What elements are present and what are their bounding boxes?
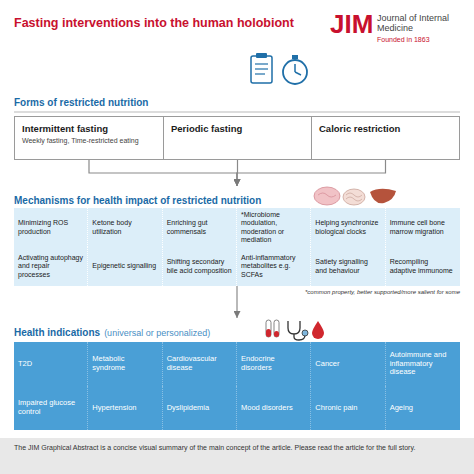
journal-founded: Founded in 1863 — [377, 36, 462, 44]
test-tube — [274, 320, 279, 337]
item-text: Autoimmune and inflammatory disease — [390, 351, 456, 378]
section-rule — [14, 112, 460, 113]
clipboard-line — [255, 63, 268, 64]
gut-figure — [343, 189, 365, 205]
item-text: Hypertension — [92, 404, 136, 413]
brain-fold — [318, 193, 336, 197]
stethoscope — [288, 321, 305, 340]
health-item: Hypertension — [88, 386, 162, 430]
box-subtext: Weekly fasting, Time-restricted eating — [22, 137, 156, 145]
mechanism-item: Ketone body utilization — [88, 208, 162, 247]
item-text: Satiety signalling and behaviour — [315, 258, 380, 275]
health-item: T2D — [14, 342, 88, 386]
item-text: T2D — [18, 360, 32, 369]
item-text: Chronic pain — [315, 404, 357, 413]
clipboard-body — [251, 56, 272, 83]
nutrition-form-box: Periodic fasting — [163, 116, 312, 160]
item-text: Endocrine disorders — [241, 355, 306, 373]
blood-drop — [312, 321, 324, 339]
health-panel: Health indications (universal or personal… — [14, 318, 460, 430]
mechanism-item: Satiety signalling and behaviour — [311, 247, 385, 286]
box-heading: Caloric restriction — [319, 123, 452, 134]
test-tube-fill — [274, 331, 279, 337]
item-text: Impaired glucose control — [18, 399, 83, 417]
stopwatch-hand — [295, 72, 301, 75]
flow-connector — [236, 286, 237, 318]
stopwatch-button — [292, 55, 298, 59]
mechanism-item: *Microbiome modulation, moderation or me… — [237, 208, 311, 247]
item-text: Enriching gut commensals — [167, 219, 232, 236]
test-tube — [266, 320, 271, 337]
page-title: Fasting interventions into the human hol… — [14, 16, 314, 30]
health-item: Ageing — [386, 386, 460, 430]
mechanism-item: Anti-inflammatory metabolites e.g. SCFAs — [237, 247, 311, 286]
mechanism-item: Minimizing ROS production — [14, 208, 88, 247]
health-item: Chronic pain — [311, 386, 385, 430]
mechanism-item: Immune cell bone marrow migration — [386, 208, 460, 247]
item-text: Mood disorders — [241, 404, 293, 413]
panel-heading: Mechanisms for health impact of restrict… — [14, 190, 261, 208]
gut-loops — [346, 193, 362, 201]
mechanism-item: Recompiling adaptive immunome — [386, 247, 460, 286]
liver-figure — [370, 189, 396, 204]
item-text: Helping synchronize biological clocks — [315, 219, 380, 236]
health-item: Autoimmune and inflammatory disease — [386, 342, 460, 386]
item-text: *Microbiome modulation, moderation or me… — [241, 211, 306, 244]
clipboard-clip — [256, 53, 267, 58]
mechanism-item: Enriching gut commensals — [163, 208, 237, 247]
clipboard-line — [255, 68, 268, 69]
panel-heading: Health indications (universal or personal… — [14, 322, 210, 340]
item-text: Metabolic syndrome — [92, 355, 157, 373]
box-heading: Intermittent fasting — [22, 123, 156, 134]
mechanism-panel: Mechanisms for health impact of restrict… — [14, 186, 460, 286]
flow-connector — [237, 160, 386, 186]
clipboard-icon — [251, 53, 272, 83]
mechanism-item: Shifting secondary bile acid composition — [163, 247, 237, 286]
section-heading: Mechanisms for health impact of restrict… — [14, 195, 261, 206]
test-tube-fill — [266, 329, 271, 337]
box-heading: Periodic fasting — [171, 123, 304, 134]
stopwatch-hand — [294, 64, 296, 72]
item-text: Cardiovascular disease — [167, 355, 232, 373]
nutrition-form-box: Caloric restriction — [311, 116, 460, 160]
mechanism-item: Helping synchronize biological clocks — [311, 208, 385, 247]
footer-band — [0, 438, 474, 474]
brain-figure — [314, 187, 340, 205]
item-text: Ketone body utilization — [92, 219, 157, 236]
item-text: Dyslipidemia — [167, 404, 210, 413]
item-text: Recompiling adaptive immunome — [390, 258, 456, 275]
health-item: Metabolic syndrome — [88, 342, 162, 386]
stopwatch-face — [283, 60, 307, 84]
footnote: *common property, better supported/more … — [200, 289, 460, 296]
footer-caption: The JIM Graphical Abstract is a concise … — [14, 444, 460, 451]
item-text: Epigenetic signalling — [92, 262, 156, 270]
mechanism-item: Epigenetic signalling — [88, 247, 162, 286]
health-item: Impaired glucose control — [14, 386, 88, 430]
stopwatch-icon — [283, 55, 307, 84]
organ-illustration — [314, 187, 396, 205]
health-item: Cancer — [311, 342, 385, 386]
item-text: Anti-inflammatory metabolites e.g. SCFAs — [241, 254, 306, 279]
item-text: Minimizing ROS production — [18, 219, 83, 236]
item-text: Cancer — [315, 360, 339, 369]
health-item: Mood disorders — [237, 386, 311, 430]
nutrition-form-box: Intermittent fastingWeekly fasting, Time… — [14, 116, 164, 160]
health-item: Dyslipidemia — [163, 386, 237, 430]
section-subheading: (universal or personalized) — [104, 328, 210, 338]
health-item: Cardiovascular disease — [163, 342, 237, 386]
item-text: Shifting secondary bile acid composition — [167, 258, 232, 275]
flow-connector — [89, 160, 237, 186]
item-text: Ageing — [390, 404, 413, 413]
health-item: Endocrine disorders — [237, 342, 311, 386]
item-text: Activating autophagy and repair processe… — [18, 254, 83, 279]
mechanism-item: Activating autophagy and repair processe… — [14, 247, 88, 286]
journal-name: Journal of Internal Medicine — [377, 13, 455, 34]
stethoscope-head — [302, 330, 308, 336]
section-heading: Forms of restricted nutrition — [14, 97, 234, 109]
item-text: Immune cell bone marrow migration — [390, 219, 456, 236]
logo-mark: JIM — [330, 9, 376, 40]
section-heading: Health indications — [14, 327, 100, 338]
clipboard-line — [255, 73, 265, 74]
health-icons — [266, 320, 324, 340]
